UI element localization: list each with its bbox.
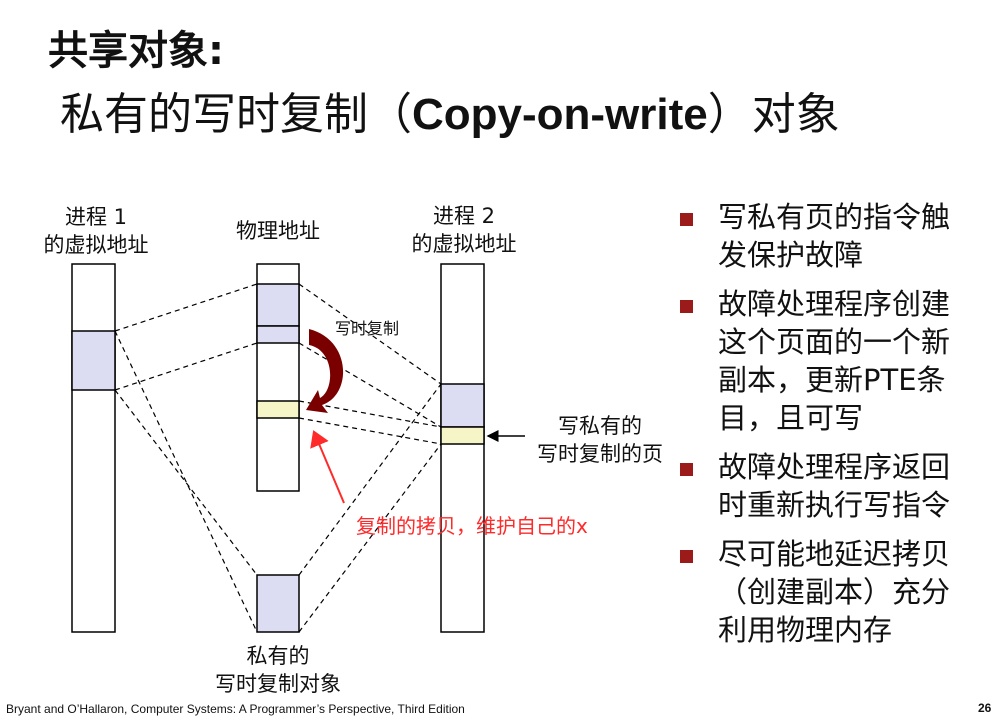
cow-object-block: [256, 574, 300, 633]
bullet-line: 写私有页的指令触: [718, 200, 951, 234]
bullet-line: 目，且可写: [718, 401, 864, 435]
title-line2: 私有的写时复制（Copy-on-write）对象: [60, 78, 840, 142]
proc1-label-line2: 的虚拟地址: [43, 233, 149, 257]
proc2-label-line1: 进程 2: [432, 204, 496, 228]
bullet-list: 写私有页的指令触发保护故障 故障处理程序创建这个页面的一个新副本，更新PTE条目…: [680, 198, 999, 660]
bullet-square-icon: [680, 463, 693, 476]
annotation-text: 复制的拷贝，维护自己的x: [356, 514, 588, 538]
bullet-item: 故障处理程序返回时重新执行写指令: [680, 448, 999, 524]
bullet-line: 故障处理程序创建: [718, 287, 951, 321]
page-number: 26: [978, 701, 992, 715]
footer-citation: Bryant and O’Hallaron, Computer Systems:…: [6, 702, 465, 716]
mapping-lines: [114, 283, 442, 633]
title-pre: 私有的写时复制（: [60, 89, 412, 140]
bullet-line: 这个页面的一个新: [718, 325, 951, 359]
bullet-item: 故障处理程序创建这个页面的一个新副本，更新PTE条目，且可写: [680, 285, 999, 437]
title-en: Copy-on-write: [412, 90, 708, 139]
title-post: ）对象: [707, 89, 840, 140]
bullet-line: 利用物理内存: [718, 613, 893, 647]
object-label-line1: 私有的: [246, 644, 310, 668]
bullet-square-icon: [680, 213, 693, 226]
bullet-line: 尽可能地延迟拷贝: [718, 537, 951, 571]
bullet-item: 写私有页的指令触发保护故障: [680, 198, 999, 274]
proc2-label-line2: 的虚拟地址: [411, 232, 517, 256]
object-label: 私有的 写时复制对象: [200, 642, 356, 698]
cow-label: 写时复制: [335, 319, 400, 338]
title-line1: 共享对象:: [48, 28, 224, 74]
bullet-item: 尽可能地延迟拷贝 （创建副本）充分利用物理内存: [680, 535, 999, 649]
bullet-line: 故障处理程序返回: [718, 450, 951, 484]
physical-memory-column: [256, 263, 300, 492]
object-label-line2: 写时复制对象: [215, 672, 341, 696]
bullet-line: （创建副本）充分: [718, 575, 951, 609]
bullet-line: 副本，更新PTE条: [718, 363, 946, 397]
bullet-square-icon: [680, 550, 693, 563]
written-page-label: 写私有的 写时复制的页: [525, 412, 675, 468]
written-page-label-line2: 写时复制的页: [537, 442, 663, 466]
bullet-line: 发保护故障: [718, 238, 864, 272]
proc1-label-line1: 进程 1: [64, 205, 128, 229]
phys-label: 物理地址: [236, 219, 320, 243]
proc1-virtual-column: [71, 263, 116, 633]
bullet-square-icon: [680, 300, 693, 313]
proc2-label: 进程 2 的虚拟地址: [404, 202, 524, 258]
bullet-line: 时重新执行写指令: [718, 488, 951, 522]
proc2-virtual-column: [440, 263, 485, 633]
annotation-arrow-icon: [310, 430, 345, 504]
cow-curved-arrow-icon: [306, 329, 344, 413]
written-page-label-line1: 写私有的: [558, 414, 642, 438]
proc1-label: 进程 1 的虚拟地址: [36, 203, 156, 259]
